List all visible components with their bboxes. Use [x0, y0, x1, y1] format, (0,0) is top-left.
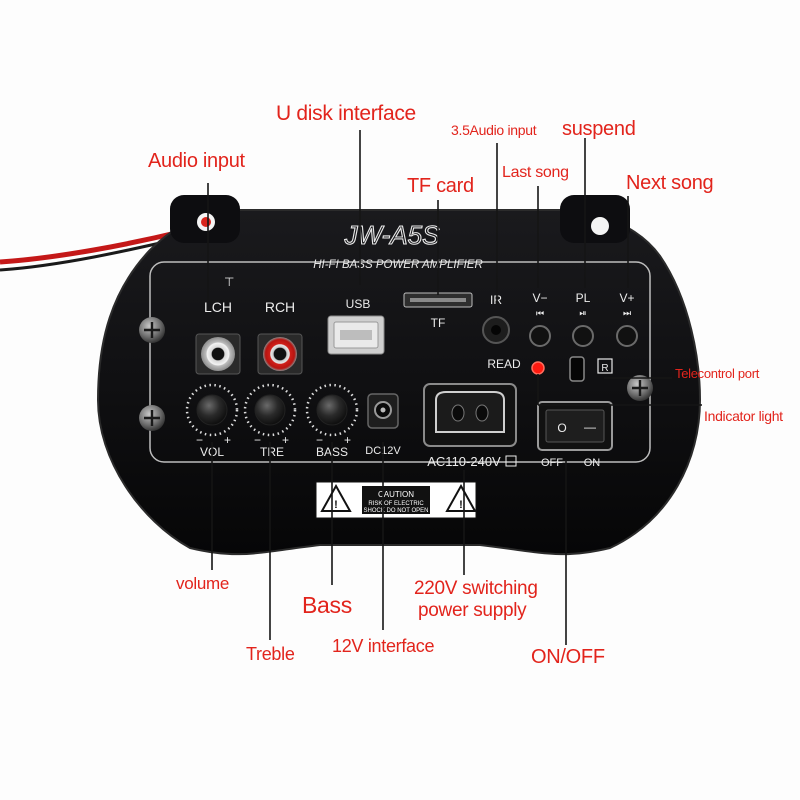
callout-telecontrol: Telecontrol port [675, 366, 760, 381]
off-label: OFF [541, 457, 563, 469]
knob-minus: − [316, 433, 323, 447]
callout-last-song: Last song [502, 164, 569, 181]
on-label: ON [584, 457, 601, 469]
pl-label: PL [576, 291, 591, 305]
knob-plus: + [224, 433, 231, 447]
amplifier-panel [96, 209, 702, 556]
tf-label: TF [431, 316, 446, 330]
ir-label: IR [490, 293, 502, 307]
callout-12v: 12V interface [332, 636, 435, 656]
knob-minus: − [196, 433, 203, 447]
screw [627, 375, 653, 401]
svg-text:!: ! [334, 499, 338, 511]
tf-card-slot[interactable] [403, 292, 473, 308]
lch-label: LCH [204, 299, 232, 315]
caution-title: CAUTION [378, 490, 414, 499]
ir-receiver-window [569, 356, 585, 382]
aux-3-5mm-jack[interactable] [482, 316, 510, 344]
caution-line-1: RISK OF ELECTRIC [368, 501, 424, 507]
mount-hole [591, 217, 609, 235]
callout-u-disk: U disk interface [276, 102, 416, 125]
callout-indicator: Indicator light [704, 408, 783, 424]
bass-knob[interactable] [305, 383, 359, 437]
switch-i-label: — [584, 420, 596, 434]
switch-o-label: O [557, 421, 566, 435]
volume-knob[interactable] [185, 383, 239, 437]
callout-3-5-audio: 3.5Audio input [451, 122, 537, 138]
panel-subtitle: HI-FI BASS POWER AMPLIFIER [313, 259, 483, 271]
dc12v-jack[interactable] [367, 393, 399, 429]
indicator-led [531, 361, 545, 375]
treble-knob[interactable] [243, 383, 297, 437]
play-pause-button[interactable] [572, 325, 594, 347]
ac-input-label: AC110-240V [427, 454, 501, 469]
prev-track-icon: ⏮ [536, 308, 544, 318]
ac-power-socket[interactable] [423, 383, 517, 447]
rca-left-jack[interactable] [195, 333, 241, 375]
callout-next-song: Next song [626, 172, 714, 194]
silk-frame [149, 261, 651, 463]
rca-right-jack[interactable] [257, 333, 303, 375]
prev-button[interactable] [529, 325, 551, 347]
callout-bass: Bass [302, 592, 352, 618]
knob-plus: + [344, 433, 351, 447]
read-label: READ [487, 357, 521, 371]
r-box-label: R [601, 363, 608, 374]
warning-triangle-icon [445, 483, 477, 512]
next-button[interactable] [616, 325, 638, 347]
power-rocker-switch[interactable] [537, 401, 613, 451]
screw [139, 405, 165, 431]
callout-suspend: suspend [562, 118, 636, 140]
callout-audio-input: Audio input [148, 150, 245, 172]
callout-volume: volume [176, 574, 230, 593]
callout-on-off: ON/OFF [531, 646, 605, 668]
callout-tf-card: TF card [407, 175, 474, 197]
screw [139, 317, 165, 343]
play-pause-icon: ⏯ [579, 308, 586, 318]
svg-text:!: ! [459, 499, 463, 511]
tre-label: TRE [260, 445, 284, 459]
callout-treble: Treble [246, 644, 295, 664]
leader-lines [207, 130, 702, 645]
antenna-icon: ⊤ [224, 275, 234, 289]
warning-triangle-icon [320, 483, 352, 512]
knob-minus: − [254, 433, 261, 447]
v-minus-label: V− [532, 291, 547, 305]
power-cable [0, 229, 181, 265]
model-name: JW-A5S [344, 220, 441, 250]
callout-220v-line2: power supply [418, 600, 527, 621]
knob-plus: + [282, 433, 289, 447]
usb-port[interactable] [327, 315, 385, 355]
caution-line-2: SHOCK DO NOT OPEN [364, 508, 429, 514]
usb-label: USB [346, 297, 371, 311]
rch-label: RCH [265, 299, 295, 315]
next-track-icon: ⏭ [623, 308, 631, 318]
callout-220v-line1: 220V switching [414, 578, 538, 599]
v-plus-label: V+ [619, 291, 634, 305]
